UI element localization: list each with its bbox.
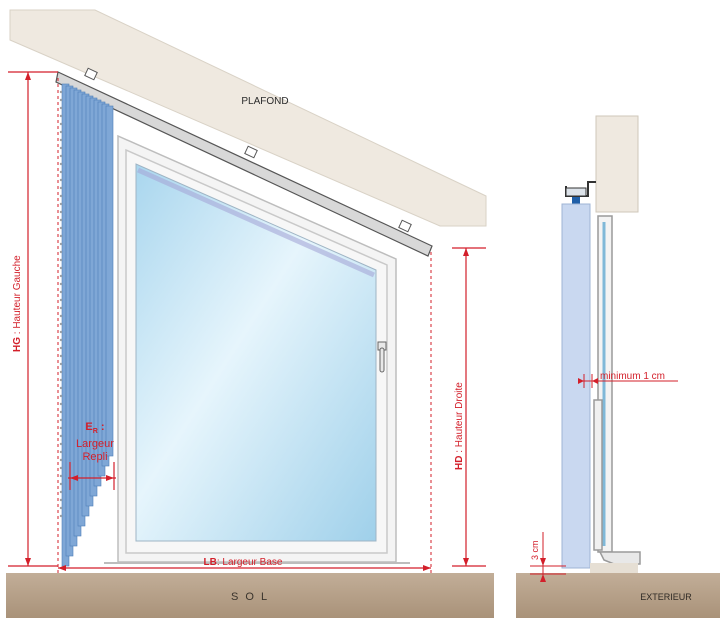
- chain-bead: [59, 506, 63, 510]
- chain-bead: [59, 354, 63, 358]
- stack-width-line1: Largeur: [76, 438, 114, 450]
- base-width-dimension: [58, 565, 431, 571]
- side-window-profile: [593, 215, 641, 565]
- chain-bead: [59, 314, 63, 318]
- side-slat-top: [572, 197, 580, 205]
- chain-bead: [59, 186, 63, 190]
- stacked-slats: [59, 83, 114, 567]
- ceiling-label: PLAFOND: [241, 96, 288, 107]
- chain-bead: [59, 122, 63, 126]
- chain-bead: [59, 90, 63, 94]
- floor-gap-dimension: [530, 532, 566, 582]
- side-rail: [565, 187, 587, 197]
- glass-reflection: [136, 167, 376, 278]
- window-handle-icon: [377, 341, 387, 373]
- chain-bead: [59, 242, 63, 246]
- stack-width-dimension: [68, 462, 116, 490]
- rail-bracket: [84, 67, 98, 81]
- chain-bead: [59, 258, 63, 262]
- chain-bead: [59, 282, 63, 286]
- chain-bead: [59, 498, 63, 502]
- stack-width-line2: Repli: [82, 451, 107, 463]
- chain-bead: [59, 194, 63, 198]
- chain-bead: [59, 106, 63, 110]
- rail-bracket: [244, 145, 258, 159]
- chain-bead: [59, 178, 63, 182]
- chain-bead: [59, 394, 63, 398]
- slat: [105, 105, 114, 457]
- chain-bead: [59, 434, 63, 438]
- chain-bead: [59, 266, 63, 270]
- side-exterior-sill: [590, 563, 638, 573]
- chain-bead: [59, 154, 63, 158]
- right-height-label: HD : Hauteur Droite: [454, 382, 465, 470]
- chain-bead: [59, 234, 63, 238]
- chain-bead: [59, 362, 63, 366]
- chain-bead: [59, 250, 63, 254]
- chain-bead: [59, 98, 63, 102]
- side-blind-panel: [561, 203, 591, 569]
- min-gap-dimension: [578, 374, 678, 388]
- chain-bead: [59, 298, 63, 302]
- chain-bead: [59, 274, 63, 278]
- head-rail: [55, 71, 433, 257]
- chain-bead: [59, 210, 63, 214]
- chain-bead: [59, 162, 63, 166]
- chain-bead: [59, 306, 63, 310]
- chain-bead: [59, 346, 63, 350]
- stack-width-abbr: ER :: [85, 421, 104, 435]
- chain-bead: [59, 290, 63, 294]
- floor-gap-label: 3 cm: [530, 540, 540, 560]
- chain-bead: [59, 458, 63, 462]
- chain-bead: [59, 426, 63, 430]
- floor-label: S O L: [231, 591, 269, 603]
- chain-bead: [59, 226, 63, 230]
- chain-bead: [59, 170, 63, 174]
- chain-bead: [59, 378, 63, 382]
- chain-bead: [59, 146, 63, 150]
- side-ceiling-wall: [595, 115, 639, 213]
- chain-bead: [59, 474, 63, 478]
- chain-bead: [59, 338, 63, 342]
- chain-bead: [59, 450, 63, 454]
- chain-bead: [59, 514, 63, 518]
- left-height-dimension: [8, 71, 58, 567]
- right-height-dimension: [452, 247, 486, 567]
- chain-bead: [59, 138, 63, 142]
- floor: [6, 573, 494, 618]
- chain-bead: [59, 202, 63, 206]
- base-width-label: LB: Largeur Base: [204, 557, 283, 568]
- chain-bead: [59, 330, 63, 334]
- chain-bead: [59, 114, 63, 118]
- chain-bead: [59, 370, 63, 374]
- chain-bead: [59, 402, 63, 406]
- chain-bead: [59, 442, 63, 446]
- ceiling-slab: [9, 9, 487, 227]
- min-gap-label: minimum 1 cm: [600, 371, 665, 382]
- side-floor: [516, 573, 720, 618]
- chain-bead: [59, 490, 63, 494]
- chain-bead: [59, 418, 63, 422]
- chain-bead: [59, 410, 63, 414]
- chain-bead: [59, 218, 63, 222]
- chain-bead: [59, 482, 63, 486]
- window-glass: [135, 163, 377, 542]
- chain-bead: [59, 130, 63, 134]
- chain-bead: [59, 466, 63, 470]
- left-height-label: HG : Hauteur Gauche: [12, 255, 23, 352]
- chain-bead: [59, 386, 63, 390]
- exterior-label: EXTERIEUR: [640, 592, 692, 602]
- rail-bracket: [398, 219, 412, 233]
- chain-bead: [59, 322, 63, 326]
